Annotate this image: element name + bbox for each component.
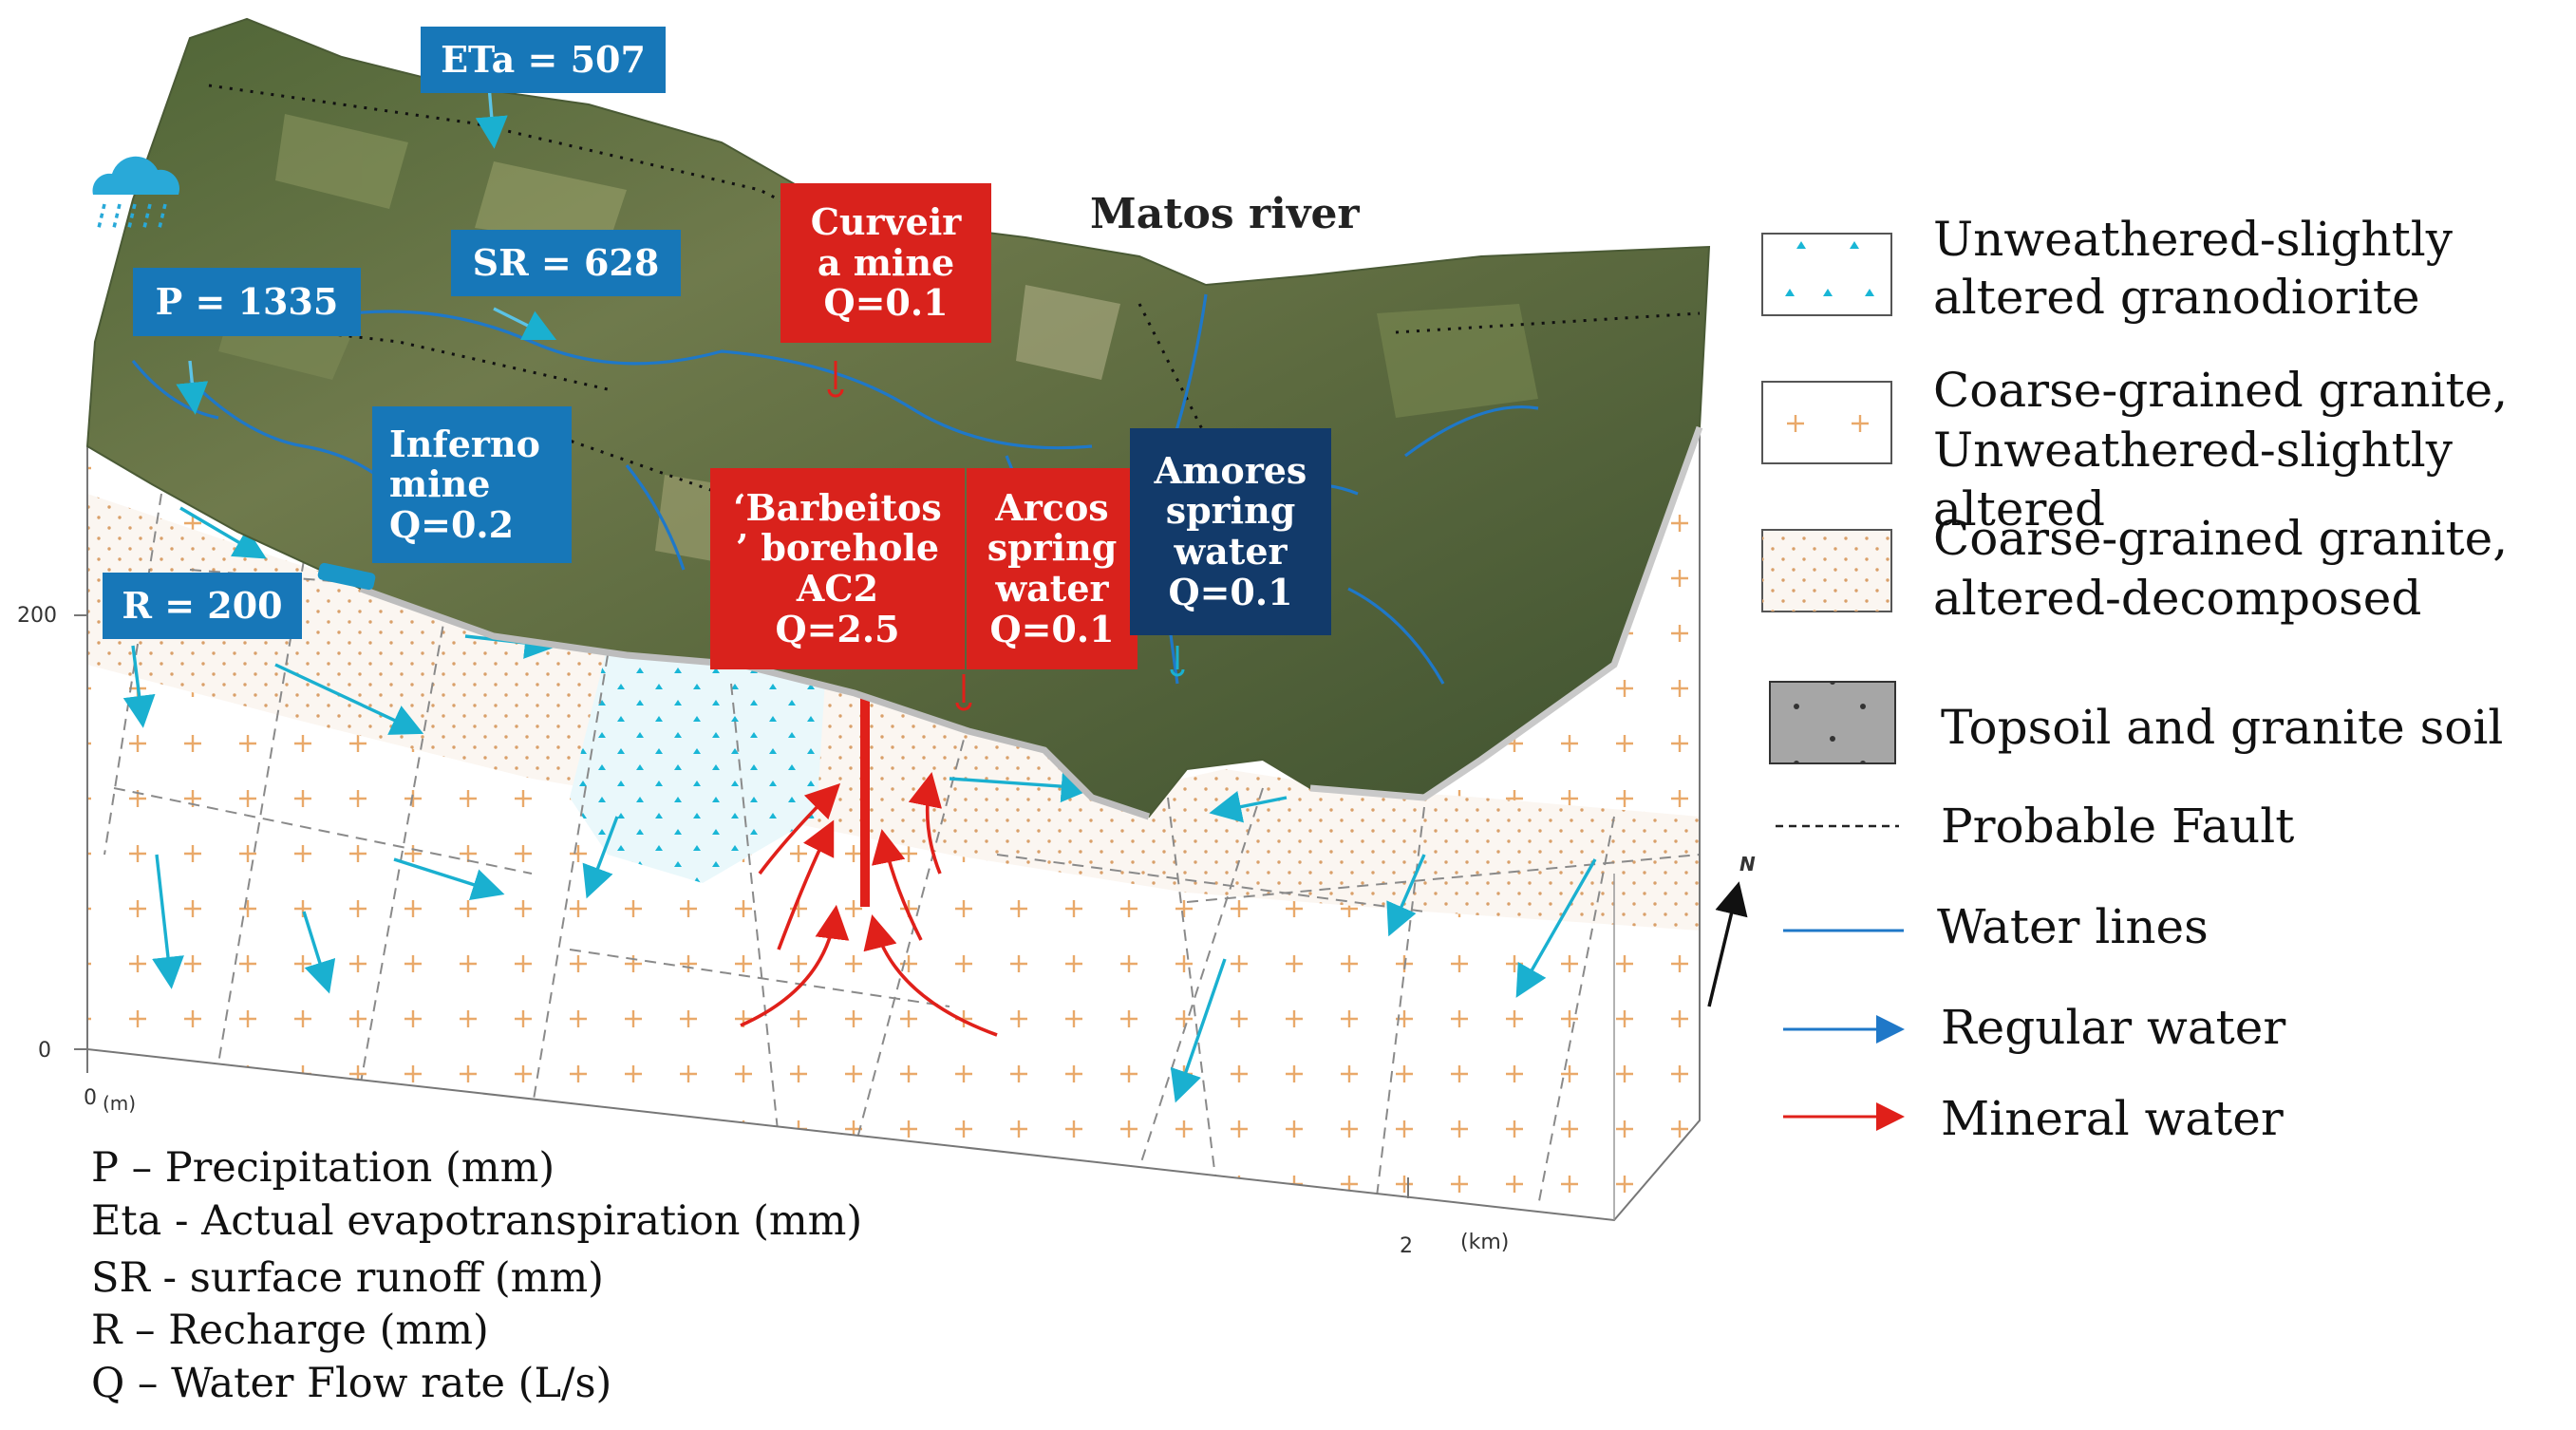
- legend-granite-unweathered-line-1: Coarse-grained granite,: [1933, 363, 2509, 418]
- legend-granodiorite-line-2: altered granodiorite: [1933, 270, 2420, 325]
- inferno-line-3: Q=0.2: [389, 502, 515, 546]
- legend-text-fault: Probable Fault: [1941, 799, 2295, 854]
- barbeitos-line-4: Q=2.5: [775, 607, 900, 650]
- amores-line-3: water: [1174, 530, 1288, 573]
- legend-text-granodiorite: Unweathered-slightly altered granodiorit…: [1933, 211, 2453, 327]
- definition-precipitation: P – Precipitation (mm): [91, 1144, 555, 1192]
- sr-label: SR = 628: [451, 230, 681, 296]
- legend-text-water-lines: Water lines: [1937, 899, 2209, 954]
- legend-granite-unweathered-line-2: Unweathered-slightly altered: [1933, 422, 2453, 537]
- definition-recharge: R – Recharge (mm): [91, 1307, 489, 1354]
- eta-label: ETa = 507: [421, 27, 666, 93]
- rain-cloud-icon: [92, 156, 179, 229]
- north-label: N: [1739, 853, 1756, 875]
- north-arrow-icon: [1707, 881, 1748, 1007]
- legend-swatch-granite-unweathered: [1761, 381, 1892, 464]
- legend-swatch-granite-decomposed: [1761, 529, 1892, 612]
- legend-text-mineral-water: Mineral water: [1941, 1091, 2284, 1146]
- inferno-line-2: mine: [389, 462, 491, 506]
- legend-text-regular-water: Regular water: [1941, 1000, 2286, 1055]
- curveira-line-3: Q=0.1: [823, 281, 949, 325]
- legend-swatches: [1761, 233, 1905, 1131]
- x-unit-m: (m): [103, 1092, 137, 1115]
- definition-evapotranspiration: Eta - Actual evapotranspiration (mm): [91, 1197, 863, 1245]
- curveira-mine-label: Curveir a mine Q=0.1: [780, 183, 991, 343]
- legend-granite-decomposed-line-2: altered-decomposed: [1933, 570, 2422, 626]
- matos-river-title: Matos river: [1090, 190, 1360, 238]
- arcos-spring-label: Arcos spring water Q=0.1: [967, 468, 1138, 669]
- legend-swatch-topsoil: [1769, 681, 1896, 764]
- amores-spring-label: Amores spring water Q=0.1: [1130, 428, 1331, 635]
- x-tick-2: 2: [1400, 1234, 1413, 1258]
- definition-runoff: SR - surface runoff (mm): [91, 1254, 604, 1302]
- legend-granodiorite-line-1: Unweathered-slightly: [1933, 212, 2453, 267]
- curveira-line-1: Curveir: [810, 200, 962, 244]
- legend-text-granite-unweathered: Coarse-grained granite, Unweathered-slig…: [1933, 361, 2576, 539]
- r-label: R = 200: [103, 573, 302, 639]
- barbeitos-line-2: ’ borehole: [735, 526, 940, 570]
- amores-line-4: Q=0.1: [1168, 570, 1293, 613]
- barbeitos-line-3: AC2: [796, 567, 879, 610]
- amores-line-1: Amores: [1154, 448, 1307, 492]
- inferno-mine-label: Inferno mine Q=0.2: [372, 406, 572, 563]
- legend-text-granite-decomposed: Coarse-grained granite, altered-decompos…: [1933, 509, 2508, 628]
- p-label: P = 1335: [133, 268, 361, 336]
- arcos-line-2: spring: [987, 526, 1118, 570]
- legend-granite-decomposed-line-1: Coarse-grained granite,: [1933, 511, 2509, 566]
- definition-flow-rate: Q – Water Flow rate (L/s): [91, 1360, 612, 1407]
- arcos-line-4: Q=0.1: [989, 607, 1115, 650]
- y-tick-0: 0: [38, 1039, 51, 1063]
- curveira-line-2: a mine: [817, 240, 955, 284]
- inferno-line-1: Inferno: [389, 422, 540, 465]
- y-tick-200: 200: [17, 604, 57, 628]
- amores-line-2: spring: [1165, 489, 1296, 533]
- arcos-line-1: Arcos: [995, 485, 1109, 529]
- x-tick-0: 0: [84, 1086, 97, 1110]
- barbeitos-line-1: ‘Barbeitos: [733, 485, 942, 529]
- legend-text-topsoil: Topsoil and granite soil: [1941, 700, 2504, 755]
- barbeitos-borehole-label: ‘Barbeitos ’ borehole AC2 Q=2.5: [710, 468, 965, 669]
- legend-swatch-granodiorite: [1761, 233, 1892, 316]
- x-unit-km: (km): [1460, 1231, 1510, 1254]
- arcos-line-3: water: [995, 567, 1109, 610]
